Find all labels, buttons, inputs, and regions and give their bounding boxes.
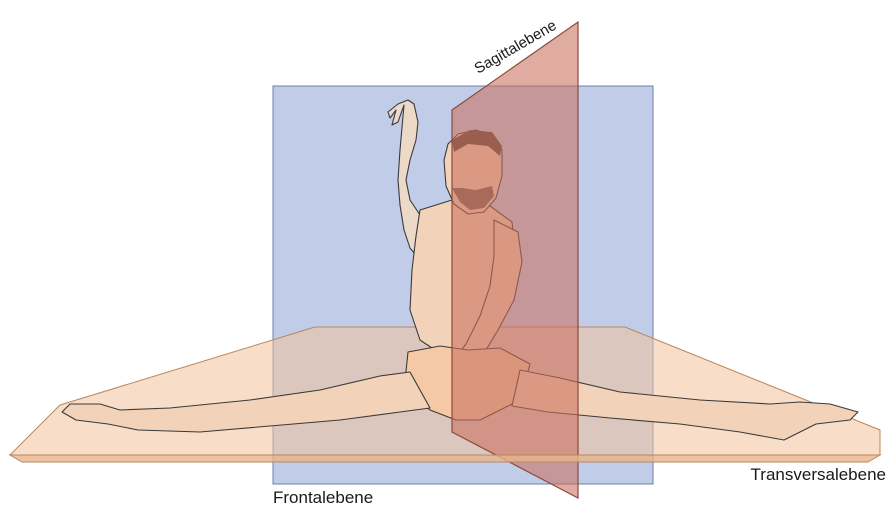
transverse-plane-label: Transversalebene <box>751 465 886 484</box>
transverse-plane-front <box>10 455 880 462</box>
frontal-plane-label: Frontalebene <box>273 488 373 507</box>
